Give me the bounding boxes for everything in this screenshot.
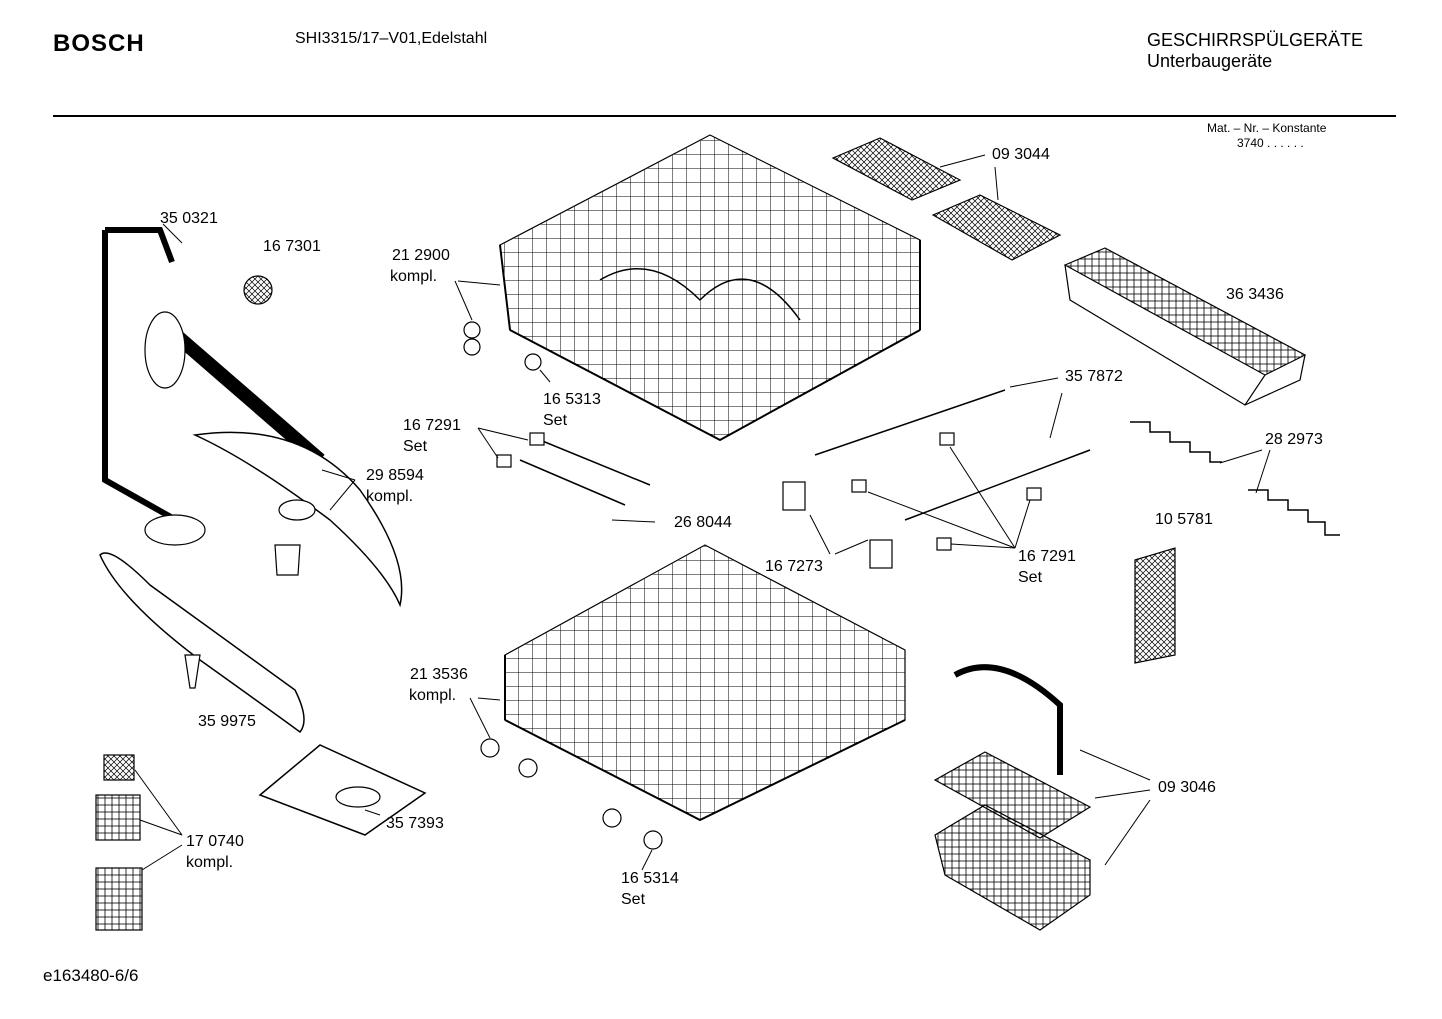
filter-cap [243, 275, 273, 305]
lower-spray-arm [99, 552, 305, 734]
part-label-282973: 28 2973 [1265, 431, 1323, 448]
document-id: e163480-6/6 [43, 966, 139, 985]
clips [496, 432, 1042, 569]
upper-basket [499, 134, 921, 442]
model-number: SHI3315/17–V01,Edelstahl [295, 30, 488, 47]
part-label-167291b: 16 7291 [1018, 548, 1076, 565]
category-subtitle: Unterbaugeräte [1147, 51, 1273, 71]
part-label-167291a: 16 7291 [403, 417, 461, 434]
part-label-165314-sub: Set [621, 891, 646, 908]
cup-shelf-trays [831, 137, 1062, 261]
part-label-167301: 16 7301 [263, 238, 321, 255]
part-label-357872: 35 7872 [1065, 368, 1123, 385]
upper-spray-arm [192, 431, 403, 608]
part-label-213536: 21 3536 [410, 666, 468, 683]
part-label-167273: 16 7273 [765, 558, 823, 575]
part-label-213536-sub: kompl. [409, 687, 457, 704]
part-label-212900: 21 2900 [392, 247, 450, 264]
cutlery-basket [933, 664, 1092, 931]
stepped-racks [1130, 421, 1340, 536]
upper-basket-wheels [463, 321, 542, 371]
part-label-170740: 17 0740 [186, 833, 244, 850]
part-label-212900-sub: kompl. [390, 268, 438, 285]
part-label-165313: 16 5313 [543, 391, 601, 408]
mat-number-value: 3740 . . . . . . [1237, 136, 1304, 150]
part-label-093044: 09 3044 [992, 146, 1050, 163]
part-label-165313-sub: Set [543, 412, 568, 429]
brand-logo: BOSCH [53, 30, 145, 57]
lower-basket [504, 544, 906, 822]
spike-rows [519, 389, 1091, 521]
cutlery-tray [1063, 247, 1307, 406]
part-label-167291a-sub: Set [403, 438, 428, 455]
leader-lines [134, 154, 1271, 871]
part-label-363436: 36 3436 [1226, 286, 1284, 303]
part-label-350321: 35 0321 [160, 210, 218, 227]
mat-number-label: Mat. – Nr. – Konstante [1207, 121, 1327, 135]
cutlery-holder [1134, 547, 1176, 664]
lower-basket-wheels [480, 738, 663, 850]
part-label-105781: 10 5781 [1155, 511, 1213, 528]
part-label-298594: 29 8594 [366, 467, 424, 484]
part-label-170740-sub: kompl. [186, 854, 234, 871]
spray-arm-nozzle [274, 544, 301, 576]
spray-pipe-assembly [102, 227, 325, 546]
part-label-165314: 16 5314 [621, 870, 679, 887]
part-label-268044: 26 8044 [674, 514, 732, 531]
part-label-093046: 09 3046 [1158, 779, 1216, 796]
category-title: GESCHIRRSPÜLGERÄTE [1147, 30, 1364, 50]
spray-arm-hub [278, 499, 316, 521]
part-label-357393: 35 7393 [386, 815, 444, 832]
header-divider [53, 115, 1396, 117]
filter-set [95, 754, 143, 931]
part-label-167291b-sub: Set [1018, 569, 1043, 586]
part-label-298594-sub: kompl. [366, 488, 414, 505]
part-label-359975: 35 9975 [198, 713, 256, 730]
